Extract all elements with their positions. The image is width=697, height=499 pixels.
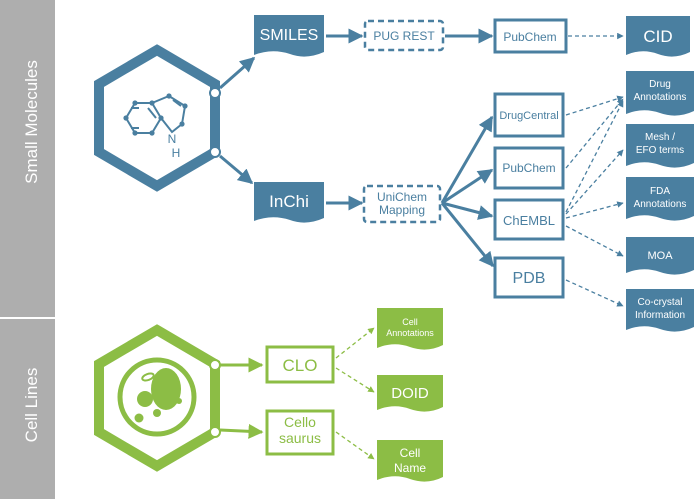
small-molecules-label: Small Molecules (22, 60, 41, 184)
output-dashed-arrows (565, 32, 624, 307)
chembl-source: ChEMBL (493, 198, 565, 241)
mesh-efo-output: Mesh /EFO terms (626, 124, 694, 168)
svg-text:SMILES: SMILES (260, 27, 319, 44)
pdb-source: PDB (493, 256, 565, 299)
svg-text:CID: CID (643, 27, 672, 46)
svg-text:PUG REST: PUG REST (373, 29, 435, 43)
svg-text:PubChem: PubChem (503, 30, 556, 44)
svg-text:PDB: PDB (513, 270, 546, 287)
doid-output: DOID (377, 375, 443, 412)
cell-hexagon-icon (94, 324, 221, 472)
svg-text:DrugCentral: DrugCentral (499, 110, 558, 122)
smiles-input: SMILES (254, 15, 324, 57)
cell-lines-label: Cell Lines (22, 368, 41, 443)
svg-text:ChEMBL: ChEMBL (503, 213, 555, 228)
svg-text:DOID: DOID (391, 385, 429, 402)
clo-source: CLO (265, 345, 335, 384)
arrow-hex-to-cellosaurus (219, 423, 264, 439)
unichem-fan-arrows (440, 115, 495, 268)
svg-text:PubChem: PubChem (502, 161, 555, 175)
pubchem-top-source: PubChem (493, 18, 568, 54)
drugcentral-source: DrugCentral (493, 92, 565, 138)
inchi-input: InChi (254, 182, 324, 223)
cell-lines-bar (0, 319, 55, 499)
svg-text:InChi: InChi (269, 192, 309, 211)
svg-text:MOA: MOA (647, 250, 673, 262)
moa-output: MOA (626, 237, 694, 275)
small-molecules-bar (0, 0, 55, 317)
svg-text:Mesh /EFO terms: Mesh /EFO terms (636, 132, 684, 156)
pubchem-source: PubChem (493, 146, 565, 190)
cell-output-dashed-arrows (335, 327, 375, 460)
svg-text:CLO: CLO (283, 356, 318, 375)
pug-rest-mapper: PUG REST (363, 19, 445, 52)
arrow-hex-to-inchi (219, 154, 254, 185)
cid-output: CID (626, 16, 690, 57)
arrow-hex-to-smiles (219, 56, 256, 90)
